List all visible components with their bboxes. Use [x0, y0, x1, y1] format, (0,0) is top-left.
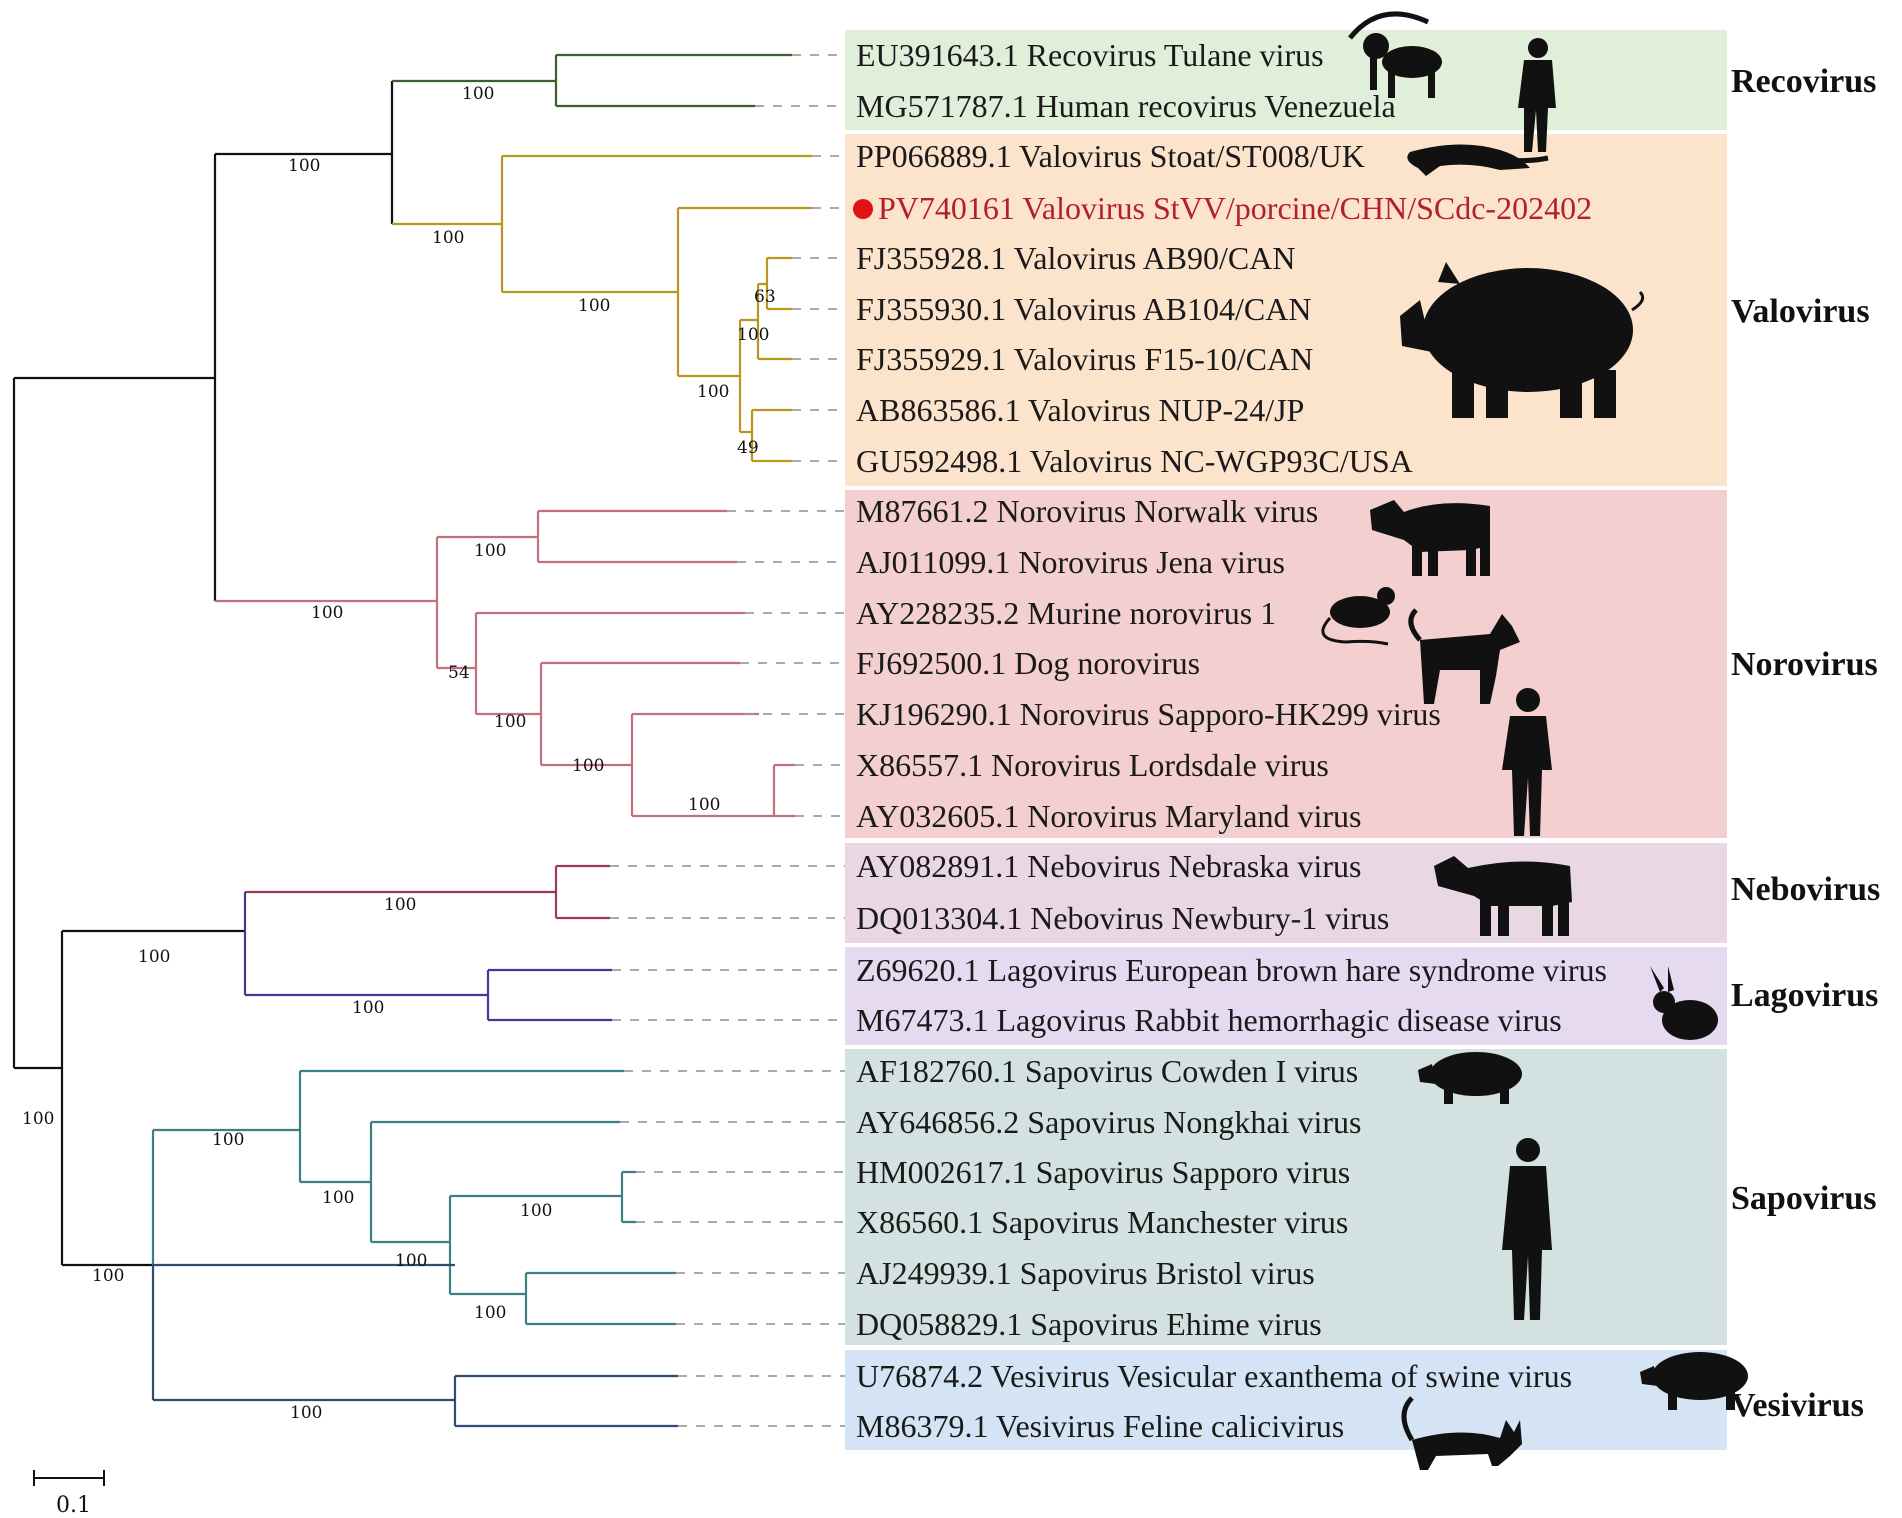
- bootstrap-value: 100: [688, 795, 720, 815]
- bootstrap-value: 100: [395, 1251, 427, 1271]
- genus-box-recovirus: [845, 30, 1727, 130]
- leaf-label: GU592498.1 Valovirus NC-WGP93C/USA: [856, 443, 1413, 479]
- bootstrap-value: 100: [22, 1109, 54, 1129]
- genus-label-sapovirus: Sapovirus: [1731, 1180, 1877, 1217]
- bootstrap-value: 100: [474, 1303, 506, 1323]
- bootstrap-value: 100: [138, 947, 170, 967]
- leaf-label: AY082891.1 Nebovirus Nebraska virus: [856, 848, 1361, 884]
- leaf-label: AY032605.1 Norovirus Maryland virus: [856, 798, 1361, 834]
- bootstrap-value: 100: [520, 1201, 552, 1221]
- leaf-label-highlighted: PV740161 Valovirus StVV/porcine/CHN/SCdc…: [878, 190, 1592, 226]
- bootstrap-value: 49: [737, 438, 759, 458]
- cow-icon: [1370, 500, 1490, 576]
- leaf-label: AJ249939.1 Sapovirus Bristol virus: [856, 1255, 1315, 1291]
- bootstrap-values: 100 100 100 100 63 100 100 49 100 100 54…: [22, 84, 776, 1423]
- leaf-label: AY646856.2 Sapovirus Nongkhai virus: [856, 1104, 1361, 1140]
- leaf-label: EU391643.1 Recovirus Tulane virus: [856, 37, 1324, 73]
- pig-icon: [1400, 262, 1645, 418]
- leaf-label: KJ196290.1 Norovirus Sapporo-HK299 virus: [856, 696, 1441, 732]
- leaf-label: AF182760.1 Sapovirus Cowden I virus: [856, 1053, 1358, 1089]
- bootstrap-value: 100: [352, 998, 384, 1018]
- bootstrap-value: 100: [737, 325, 769, 345]
- leaf-label: DQ058829.1 Sapovirus Ehime virus: [856, 1306, 1322, 1342]
- leader-lines: [610, 54, 845, 1427]
- human-icon: [1502, 688, 1552, 836]
- bootstrap-value: 63: [754, 287, 776, 307]
- leaf-label: HM002617.1 Sapovirus Sapporo virus: [856, 1154, 1350, 1190]
- bootstrap-value: 100: [572, 756, 604, 776]
- cow-icon: [1434, 856, 1572, 936]
- leaf-label: M86379.1 Vesivirus Feline calicivirus: [856, 1408, 1344, 1444]
- scale-bar-label: 0.1: [56, 1493, 91, 1518]
- scale-bar-line: [33, 1470, 105, 1486]
- leaf-label: AY228235.2 Murine norovirus 1: [856, 595, 1276, 631]
- bootstrap-value: 100: [697, 382, 729, 402]
- genus-label-vesivirus: Vesivirus: [1731, 1387, 1864, 1424]
- genus-label-valovirus: Valovirus: [1731, 293, 1870, 330]
- genus-label-lagovirus: Lagovirus: [1731, 977, 1878, 1014]
- monkey-icon: [1348, 11, 1442, 98]
- leaf-label: FJ355930.1 Valovirus AB104/CAN: [856, 291, 1311, 327]
- leaf-label: M67473.1 Lagovirus Rabbit hemorrhagic di…: [856, 1002, 1562, 1038]
- leaf-label: DQ013304.1 Nebovirus Newbury-1 virus: [856, 900, 1389, 936]
- branch-root: [12, 81, 394, 1267]
- genus-box-vesivirus: [845, 1350, 1727, 1450]
- bootstrap-value: 100: [311, 603, 343, 623]
- human-icon: [1518, 38, 1556, 152]
- bootstrap-value: 100: [494, 712, 526, 732]
- bootstrap-value: 100: [578, 296, 610, 316]
- bootstrap-value: 100: [462, 84, 494, 104]
- bootstrap-value: 54: [448, 663, 470, 683]
- branch-valovirus: [392, 154, 812, 463]
- leaf-label: MG571787.1 Human recovirus Venezuela: [856, 88, 1396, 124]
- dog-icon: [1408, 608, 1520, 704]
- bootstrap-value: 100: [92, 1266, 124, 1286]
- scale-bar: 0.1: [33, 1470, 105, 1518]
- highlight-marker: [853, 199, 873, 219]
- branch-recovirus: [392, 53, 792, 108]
- leaf-label: FJ355928.1 Valovirus AB90/CAN: [856, 240, 1295, 276]
- host-icons: [1321, 11, 1748, 1470]
- bootstrap-value: 100: [322, 1188, 354, 1208]
- pig-icon: [1640, 1352, 1748, 1410]
- genus-box-sapovirus: [845, 1049, 1727, 1345]
- leaf-label: AB863586.1 Valovirus NUP-24/JP: [856, 392, 1304, 428]
- branch-lagovirus: [243, 892, 612, 1022]
- leaf-labels: EU391643.1 Recovirus Tulane virus MG5717…: [856, 37, 1607, 1444]
- bootstrap-value: 100: [384, 895, 416, 915]
- branch-sapovirus: [151, 1069, 676, 1326]
- genus-box-norovirus: [845, 490, 1727, 838]
- stoat-icon: [1407, 144, 1549, 176]
- leaf-label: U76874.2 Vesivirus Vesicular exanthema o…: [856, 1358, 1572, 1394]
- genus-label-norovirus: Norovirus: [1731, 646, 1878, 683]
- genus-box-nebovirus: [845, 843, 1727, 943]
- human-icon: [1502, 1138, 1552, 1320]
- leaf-label: FJ355929.1 Valovirus F15-10/CAN: [856, 341, 1313, 377]
- leaf-label: X86560.1 Sapovirus Manchester virus: [856, 1204, 1348, 1240]
- bootstrap-value: 100: [290, 1403, 322, 1423]
- branch-vesivirus: [151, 1263, 678, 1428]
- branch-nebovirus: [245, 864, 610, 920]
- bootstrap-value: 100: [432, 228, 464, 248]
- bootstrap-value: 100: [288, 156, 320, 176]
- bootstrap-value: 100: [474, 541, 506, 561]
- rat-icon: [1321, 587, 1395, 646]
- genus-labels: Recovirus Valovirus Norovirus Nebovirus …: [1731, 63, 1880, 1424]
- leaf-label: AJ011099.1 Norovirus Jena virus: [856, 544, 1285, 580]
- pig-icon: [1418, 1052, 1522, 1104]
- leaf-label: PP066889.1 Valovirus Stoat/ST008/UK: [856, 138, 1365, 174]
- leaf-label: X86557.1 Norovirus Lordsdale virus: [856, 747, 1329, 783]
- tree-branches: [12, 53, 812, 1428]
- genus-box-lagovirus: [845, 947, 1727, 1045]
- leaf-label: FJ692500.1 Dog norovirus: [856, 645, 1200, 681]
- branch-norovirus: [215, 509, 795, 818]
- genus-label-recovirus: Recovirus: [1731, 63, 1876, 100]
- cat-icon: [1401, 1396, 1522, 1470]
- genus-label-nebovirus: Nebovirus: [1731, 871, 1880, 908]
- leaf-label: M87661.2 Norovirus Norwalk virus: [856, 493, 1318, 529]
- leaf-label: Z69620.1 Lagovirus European brown hare s…: [856, 952, 1607, 988]
- bootstrap-value: 100: [212, 1130, 244, 1150]
- rabbit-icon: [1650, 966, 1718, 1040]
